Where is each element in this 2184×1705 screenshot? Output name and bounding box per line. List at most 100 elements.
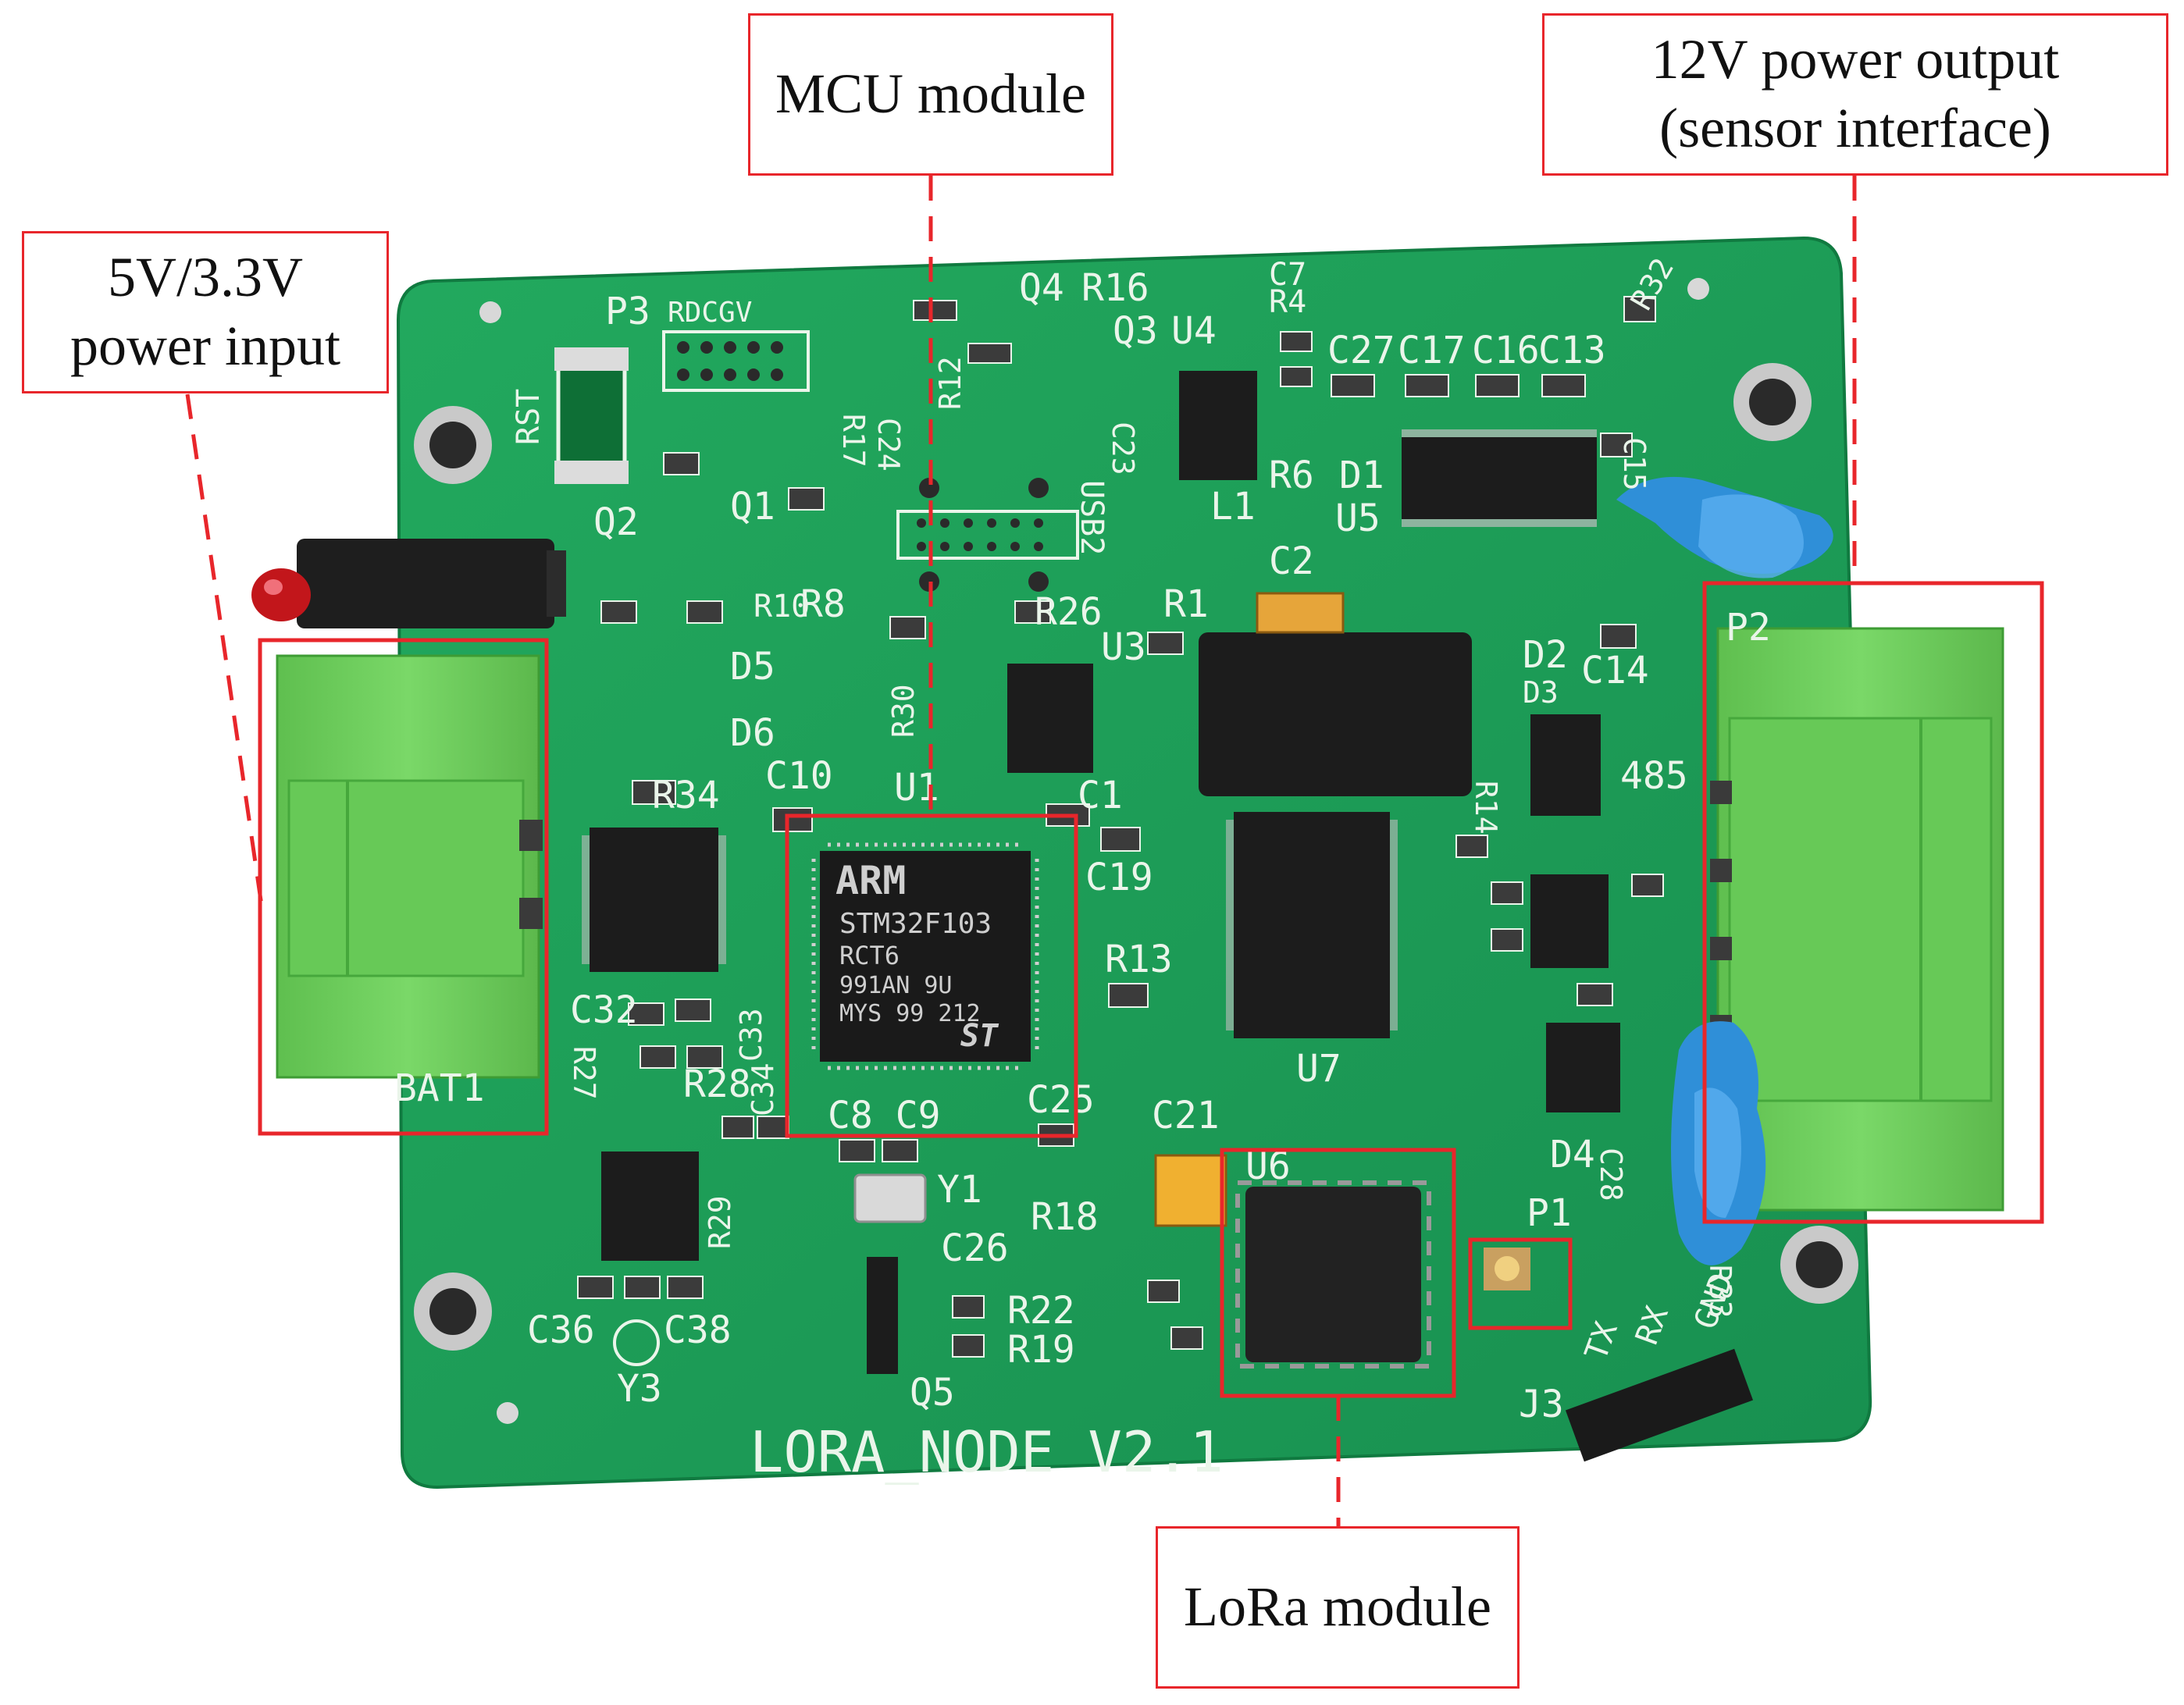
label-r28: R28 bbox=[683, 1063, 751, 1106]
label-r29: R29 bbox=[703, 1195, 737, 1249]
label-r34: R34 bbox=[652, 774, 720, 817]
label-u3: U3 bbox=[1101, 625, 1146, 669]
label-r22: R22 bbox=[1007, 1289, 1075, 1333]
label-c8c9: C8 C9 bbox=[828, 1094, 941, 1137]
label-c2: C2 bbox=[1269, 539, 1314, 583]
mcu-chip bbox=[811, 842, 1039, 1070]
label-rdcgv: RDCGV bbox=[668, 297, 752, 329]
label-d5: D5 bbox=[730, 645, 775, 689]
label-u4: U4 bbox=[1171, 309, 1217, 353]
callout-mcu-text: MCU module bbox=[775, 62, 1086, 126]
label-rst: RST bbox=[511, 389, 547, 445]
label-r1: R1 bbox=[1163, 582, 1209, 626]
label-u5: U5 bbox=[1335, 497, 1381, 540]
smd-components bbox=[577, 296, 1664, 1358]
label-r17: R17 bbox=[836, 414, 871, 468]
leader-power-input bbox=[185, 393, 264, 906]
mcu-date-code: MYS 99 212 bbox=[839, 1000, 981, 1027]
label-usb2: USB2 bbox=[1074, 480, 1110, 555]
label-q5: Q5 bbox=[910, 1371, 955, 1415]
ic-chips bbox=[590, 371, 1620, 1374]
label-q1: Q1 bbox=[730, 485, 775, 529]
label-p3: P3 bbox=[605, 290, 650, 333]
highlight-mcu bbox=[785, 813, 1078, 1138]
label-c19: C19 bbox=[1085, 856, 1153, 899]
label-c7: C7 bbox=[1269, 257, 1306, 293]
label-r14: R14 bbox=[1469, 781, 1503, 835]
st-logo: ST bbox=[960, 1018, 999, 1054]
label-c27: C27 bbox=[1327, 329, 1395, 372]
label-c32: C32 bbox=[570, 988, 638, 1032]
j3-header bbox=[1565, 1348, 1754, 1462]
highlight-power-output bbox=[1702, 581, 2044, 1224]
label-r13: R13 bbox=[1105, 938, 1173, 981]
mcu-markings: ARM STM32F103 RCT6 991AN 9U MYS 99 212 S… bbox=[835, 858, 999, 1054]
arm-logo: ARM bbox=[835, 858, 906, 903]
label-c17: C17 bbox=[1398, 329, 1466, 372]
p2-terminal-block bbox=[1710, 627, 2004, 1212]
callout-mcu-module: MCU module bbox=[748, 13, 1113, 176]
bat1-terminal-block bbox=[276, 654, 543, 1079]
tantalum-capacitors bbox=[1154, 592, 1345, 1227]
board-name: LORA_NODE V2.1 bbox=[750, 1419, 1224, 1485]
label-d2: D2 bbox=[1523, 633, 1568, 677]
label-r18: R18 bbox=[1031, 1195, 1099, 1239]
label-bat1: BAT1 bbox=[394, 1066, 485, 1110]
label-q3: Q3 bbox=[1113, 309, 1158, 353]
label-r10: R10 bbox=[754, 589, 810, 625]
silkscreen: LORA_NODE V2.1 RST P3 RDCGV USB2 Q1 Q2 Q… bbox=[394, 252, 1771, 1485]
callout-lora-text: LoRa module bbox=[1184, 1575, 1491, 1639]
label-r27: R27 bbox=[567, 1046, 601, 1100]
label-c25: C25 bbox=[1027, 1078, 1095, 1122]
label-r19: R19 bbox=[1007, 1328, 1075, 1372]
mcu-lot: 991AN 9U bbox=[839, 972, 953, 999]
callout-12v-power-output: 12V power output (sensor interface) bbox=[1542, 13, 2168, 176]
lora-chip bbox=[1235, 1180, 1431, 1369]
label-q2: Q2 bbox=[593, 500, 639, 544]
label-d1: D1 bbox=[1339, 454, 1384, 497]
ic-pins bbox=[582, 429, 1597, 1030]
label-d3: D3 bbox=[1523, 675, 1559, 710]
label-r30: R30 bbox=[886, 684, 921, 738]
label-j3: J3 bbox=[1519, 1383, 1564, 1426]
label-r12: R12 bbox=[933, 356, 967, 410]
antenna-connector bbox=[1484, 1248, 1530, 1290]
label-d6: D6 bbox=[730, 711, 775, 755]
label-c14: C14 bbox=[1581, 649, 1649, 692]
label-c24: C24 bbox=[871, 418, 906, 472]
label-485: 485 bbox=[1620, 754, 1688, 798]
label-c1: C1 bbox=[1078, 774, 1123, 817]
crystals bbox=[613, 1173, 927, 1366]
label-y1: Y1 bbox=[937, 1168, 982, 1212]
label-c36: C36 bbox=[527, 1308, 595, 1352]
label-c28: C28 bbox=[1594, 1148, 1628, 1201]
label-r33: R33 bbox=[1703, 1265, 1737, 1319]
label-c26: C26 bbox=[941, 1226, 1009, 1270]
label-c13: C13 bbox=[1538, 329, 1606, 372]
label-r6: R6 bbox=[1269, 454, 1314, 497]
label-c16: C16 bbox=[1472, 329, 1540, 372]
label-r8: R8 bbox=[800, 582, 846, 626]
mounting-holes bbox=[414, 278, 1858, 1424]
leader-lines bbox=[185, 176, 1857, 1526]
label-c10: C10 bbox=[765, 754, 833, 798]
blue-capacitors bbox=[1616, 476, 1833, 1265]
label-c15: C15 bbox=[1617, 437, 1651, 491]
label-q4: Q4 bbox=[1019, 266, 1064, 310]
label-c33: C33 bbox=[734, 1008, 768, 1062]
label-p2: P2 bbox=[1726, 606, 1771, 650]
led bbox=[251, 539, 566, 628]
p3-header bbox=[662, 330, 810, 392]
callout-power-output-line2: (sensor interface) bbox=[1659, 97, 2051, 159]
label-y3: Y3 bbox=[617, 1367, 662, 1411]
rst-button bbox=[554, 347, 629, 484]
label-l1: L1 bbox=[1210, 485, 1256, 529]
usb2-header bbox=[896, 478, 1079, 592]
label-r26: R26 bbox=[1035, 590, 1103, 634]
label-r4: R4 bbox=[1269, 284, 1306, 320]
label-c21: C21 bbox=[1152, 1094, 1220, 1137]
label-r16: R16 bbox=[1081, 266, 1149, 310]
label-d4: D4 bbox=[1550, 1133, 1595, 1176]
